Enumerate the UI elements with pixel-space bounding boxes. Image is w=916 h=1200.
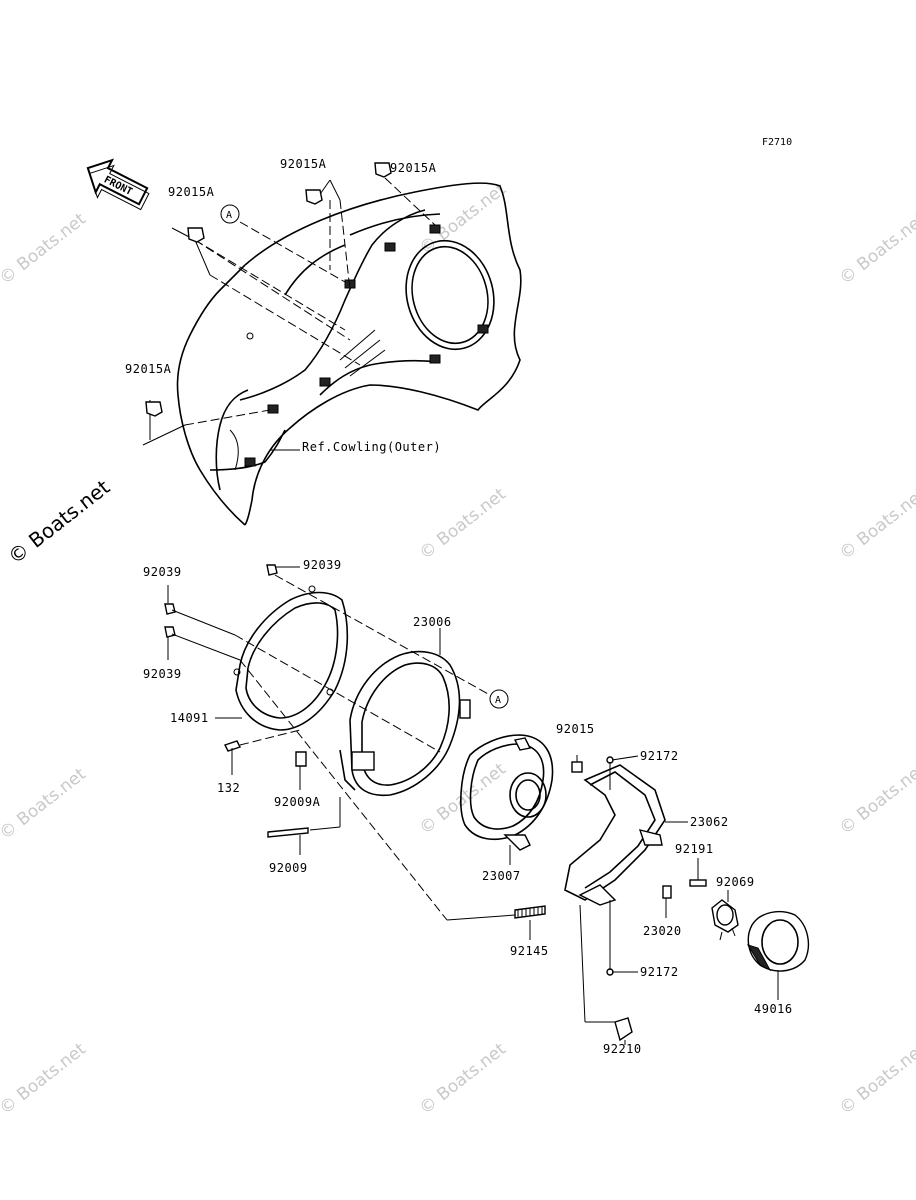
screw-92039-top-icon: [266, 564, 278, 576]
marker-letter: A: [495, 695, 501, 706]
headlight-bowl: [460, 734, 554, 851]
nut-92015-icon: [571, 761, 583, 773]
watermark: © Boats.net: [0, 1039, 90, 1119]
spacer-92191-icon: [689, 879, 707, 887]
watermark-large: © Boats.net: [3, 475, 114, 569]
part-label-92039-left1: 92039: [143, 565, 182, 579]
part-label-92069: 92069: [716, 875, 755, 889]
cowling-outer-drawing: [176, 182, 522, 526]
upper-leader-lines: [142, 177, 436, 451]
part-label-23020: 23020: [643, 924, 682, 938]
part-label-92015A-left: 92015A: [168, 185, 215, 199]
part-label-14091: 14091: [170, 711, 209, 725]
part-label-92172-top: 92172: [640, 749, 679, 763]
marker-a-lower: A: [489, 689, 509, 709]
part-label-23007: 23007: [482, 869, 521, 883]
screw-92039-left2-icon: [164, 626, 176, 638]
part-label-92009A: 92009A: [274, 795, 321, 809]
part-label-92172-bottom: 92172: [640, 965, 679, 979]
watermark: © Boats.net: [836, 759, 916, 839]
part-label-92039-left2: 92039: [143, 667, 182, 681]
part-label-23006: 23006: [413, 615, 452, 629]
headlight-bracket: [564, 764, 666, 906]
marker-letter: A: [226, 210, 232, 221]
clip-icons-upper: [145, 162, 392, 417]
part-label-92015: 92015: [556, 722, 595, 736]
part-label-92015A-right: 92015A: [390, 161, 437, 175]
clip-23020-icon: [662, 885, 672, 899]
ref-cowling-label: Ref.Cowling(Outer): [302, 440, 441, 454]
watermark: © Boats.net: [416, 759, 510, 839]
small-parts: [164, 564, 707, 1042]
bulb-cap: [746, 910, 810, 972]
watermark-group: © Boats.net © Boats.net © Boats.net © Bo…: [0, 179, 916, 1119]
bulb-icon: [711, 899, 739, 941]
marker-a-upper: A: [220, 204, 240, 224]
part-label-92015A-lower: 92015A: [125, 362, 172, 376]
figure-code: F2710: [762, 137, 792, 148]
watermark: © Boats.net: [836, 209, 916, 289]
part-label-92009: 92009: [269, 861, 308, 875]
watermark: © Boats.net: [416, 179, 510, 259]
watermark: © Boats.net: [416, 484, 510, 564]
watermark: © Boats.net: [836, 1039, 916, 1119]
screw-92009A-icon: [295, 751, 307, 767]
screw-92039-left1-icon: [164, 603, 176, 615]
part-label-92210: 92210: [603, 1042, 642, 1056]
watermark: © Boats.net: [0, 764, 90, 844]
part-label-92145: 92145: [510, 944, 549, 958]
part-label-92039-top: 92039: [303, 558, 342, 572]
watermark: © Boats.net: [416, 1039, 510, 1119]
headlight-rings: [233, 585, 471, 797]
bolt-92009-icon: [267, 827, 309, 838]
watermark: © Boats.net: [0, 209, 90, 289]
front-arrow-icon: FRONT: [86, 158, 150, 211]
plate-92210-icon: [614, 1017, 633, 1042]
part-label-92015A-top: 92015A: [280, 157, 327, 171]
watermark: © Boats.net: [836, 484, 916, 564]
part-label-23062: 23062: [690, 815, 729, 829]
screw-132-icon: [224, 740, 241, 752]
lower-leader-lines: [167, 566, 779, 1045]
part-label-92191: 92191: [675, 842, 714, 856]
part-label-132: 132: [217, 781, 240, 795]
part-label-49016: 49016: [754, 1002, 793, 1016]
